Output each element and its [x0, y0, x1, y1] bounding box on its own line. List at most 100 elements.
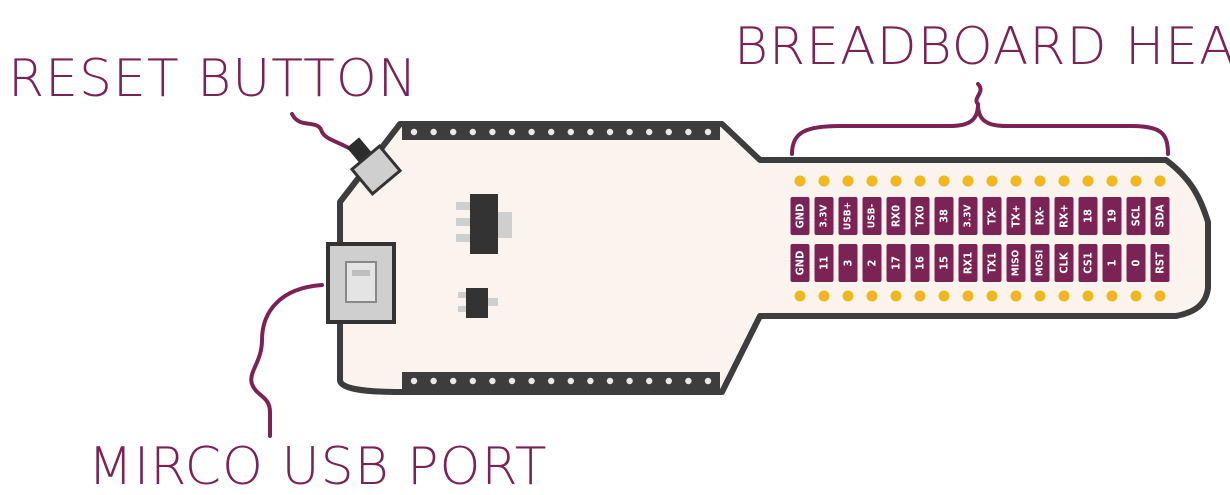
top-row-pin-label-bg: [1054, 197, 1074, 235]
top-row-pin-label-bg: [982, 197, 1002, 235]
bottom-row-pin-label-bg: [910, 244, 930, 282]
bottom-row-pin-label: 1: [1102, 244, 1122, 282]
top-row-pin-label-text: RX+: [1058, 204, 1071, 228]
breadboard-pin-dot-top: [1082, 175, 1094, 187]
breadboard-pin-dot-bottom: [938, 290, 950, 302]
bottom-row-pin-label-text: 17: [890, 256, 903, 270]
edge-header-bottom-pin: [685, 377, 692, 385]
bottom-row-pin-label: TX1: [982, 244, 1002, 282]
bottom-row-pin-label-text: MISO: [1011, 249, 1022, 276]
edge-header-top-pin: [450, 128, 457, 136]
bottom-row-pin-label-text: RX1: [962, 252, 975, 274]
bottom-row-pin-label-bg: [982, 244, 1002, 282]
edge-header-top-pin: [665, 128, 672, 136]
breadboard-pin-dot-bottom: [1082, 290, 1094, 302]
breadboard-pin-dot-top: [842, 175, 854, 187]
edge-header-top-pin: [567, 128, 574, 136]
breadboard-pin-dot-bottom: [866, 290, 878, 302]
edge-header-top-pin: [626, 128, 633, 136]
breadboard-pin-dot-top: [1130, 175, 1142, 187]
top-row-pin-label: 3.3V: [958, 197, 978, 235]
top-row-pin-label-bg: [1102, 197, 1122, 235]
top-row-pin-label-text: 38: [938, 209, 951, 223]
breadboard-pin-dot-top: [866, 175, 878, 187]
bottom-row-pin-label: 11: [814, 244, 834, 282]
edge-header-bottom-pin: [430, 377, 437, 385]
edge-header-bottom-pin: [489, 377, 496, 385]
breadboard-pin-dot-bottom: [962, 290, 974, 302]
top-row-pin-label-bg: [1030, 197, 1050, 235]
bottom-row-pin-label-bg: [838, 244, 858, 282]
bottom-row-pin-label: RX1: [958, 244, 978, 282]
top-row-pin-label: 38: [934, 197, 954, 235]
top-row-pin-label-text: 3.3V: [819, 205, 830, 228]
bottom-row-pin-label: 15: [934, 244, 954, 282]
edge-header-top-pin: [430, 128, 437, 136]
bottom-row-pin-label-bg: [1078, 244, 1098, 282]
top-row-pin-label-text: 19: [1106, 209, 1119, 223]
edge-header-bottom-pin: [646, 377, 653, 385]
breadboard-pin-dot-top: [938, 175, 950, 187]
top-row-pin-label-bg: [1078, 197, 1098, 235]
bottom-row-pin-label: 16: [910, 244, 930, 282]
edge-header-bottom-pin: [704, 377, 712, 385]
edge-header-top-pin: [685, 128, 692, 136]
bottom-row-pin-label-bg: [814, 244, 834, 282]
breadboard-pin-dot-top: [794, 175, 806, 187]
top-row-pin-label: RX+: [1054, 197, 1074, 235]
top-row-pin-label-text: 18: [1082, 209, 1095, 223]
edge-header-top: [402, 124, 720, 140]
edge-header-top-pins: [410, 128, 712, 136]
breadboard-headers-label: BREADBOARD HEADERS: [734, 17, 1230, 77]
small-transistor: [458, 288, 498, 318]
top-row-pin-label: 18: [1078, 197, 1098, 235]
bottom-row-pin-label: MOSI: [1030, 244, 1050, 282]
top-row-pin-label: SDA: [1150, 197, 1170, 235]
bottom-row-pin-label: CLK: [1054, 244, 1074, 282]
top-row-pin-label-bg: [886, 197, 906, 235]
top-row-pin-label-bg: [1150, 197, 1170, 235]
bottom-row-pin-label-bg: [934, 244, 954, 282]
breadboard-pin-dot-top: [1106, 175, 1118, 187]
top-row-pin-label-text: TX-: [986, 207, 999, 225]
headers-brace: [790, 103, 1170, 156]
edge-header-bottom-pin: [626, 377, 633, 385]
bottom-row-pin-label-text: CS1: [1082, 252, 1095, 274]
voltage-regulator: [456, 194, 512, 254]
top-row-pin-label-bg: [1126, 197, 1146, 235]
top-row-pin-label-bg: [934, 197, 954, 235]
bottom-row-pin-label-bg: [1006, 244, 1026, 282]
top-row-pin-label-bg: [1006, 197, 1026, 235]
edge-header-top-pin: [606, 128, 614, 136]
top-row-pin-label-text: TX+: [1010, 205, 1023, 228]
breadboard-pin-dot-top: [914, 175, 926, 187]
breadboard-pin-dot-top: [986, 175, 998, 187]
reset-button: [346, 137, 403, 196]
top-row-pin-label-text: TX0: [914, 205, 927, 226]
bottom-row-pin-label-text: GND: [794, 251, 807, 276]
top-row-pin-label: USB+: [838, 197, 858, 235]
edge-header-top-pin: [469, 128, 476, 136]
bottom-row-pin-label-text: 2: [866, 259, 879, 266]
breadboard-pin-dot-top: [1034, 175, 1046, 187]
edge-header-bottom-pin: [567, 377, 574, 385]
breadboard-pin-dot-bottom: [1034, 290, 1046, 302]
edge-header-bottom-pins: [410, 377, 712, 385]
bottom-row-pin-label-text: CLK: [1058, 252, 1071, 274]
reset-button-leader: [290, 112, 354, 152]
top-row-pin-label-text: SDA: [1154, 204, 1167, 227]
bottom-row-pin-label: 17: [886, 244, 906, 282]
bottom-row-pin-label-bg: [790, 244, 810, 282]
edge-header-top-pin: [410, 128, 418, 136]
bottom-row-pin-label-text: TX1: [986, 252, 999, 273]
bottom-row-pin-label-text: RST: [1154, 252, 1167, 274]
reset-button-label: RESET BUTTON: [8, 49, 418, 109]
bottom-row-pin-label-bg: [1126, 244, 1146, 282]
breadboard-pin-dot-top: [962, 175, 974, 187]
bottom-row-pin-label-text: MOSI: [1035, 250, 1046, 276]
bottom-row-pin-label-bg: [1150, 244, 1170, 282]
top-row-pin-label-text: 3.3V: [963, 205, 974, 228]
